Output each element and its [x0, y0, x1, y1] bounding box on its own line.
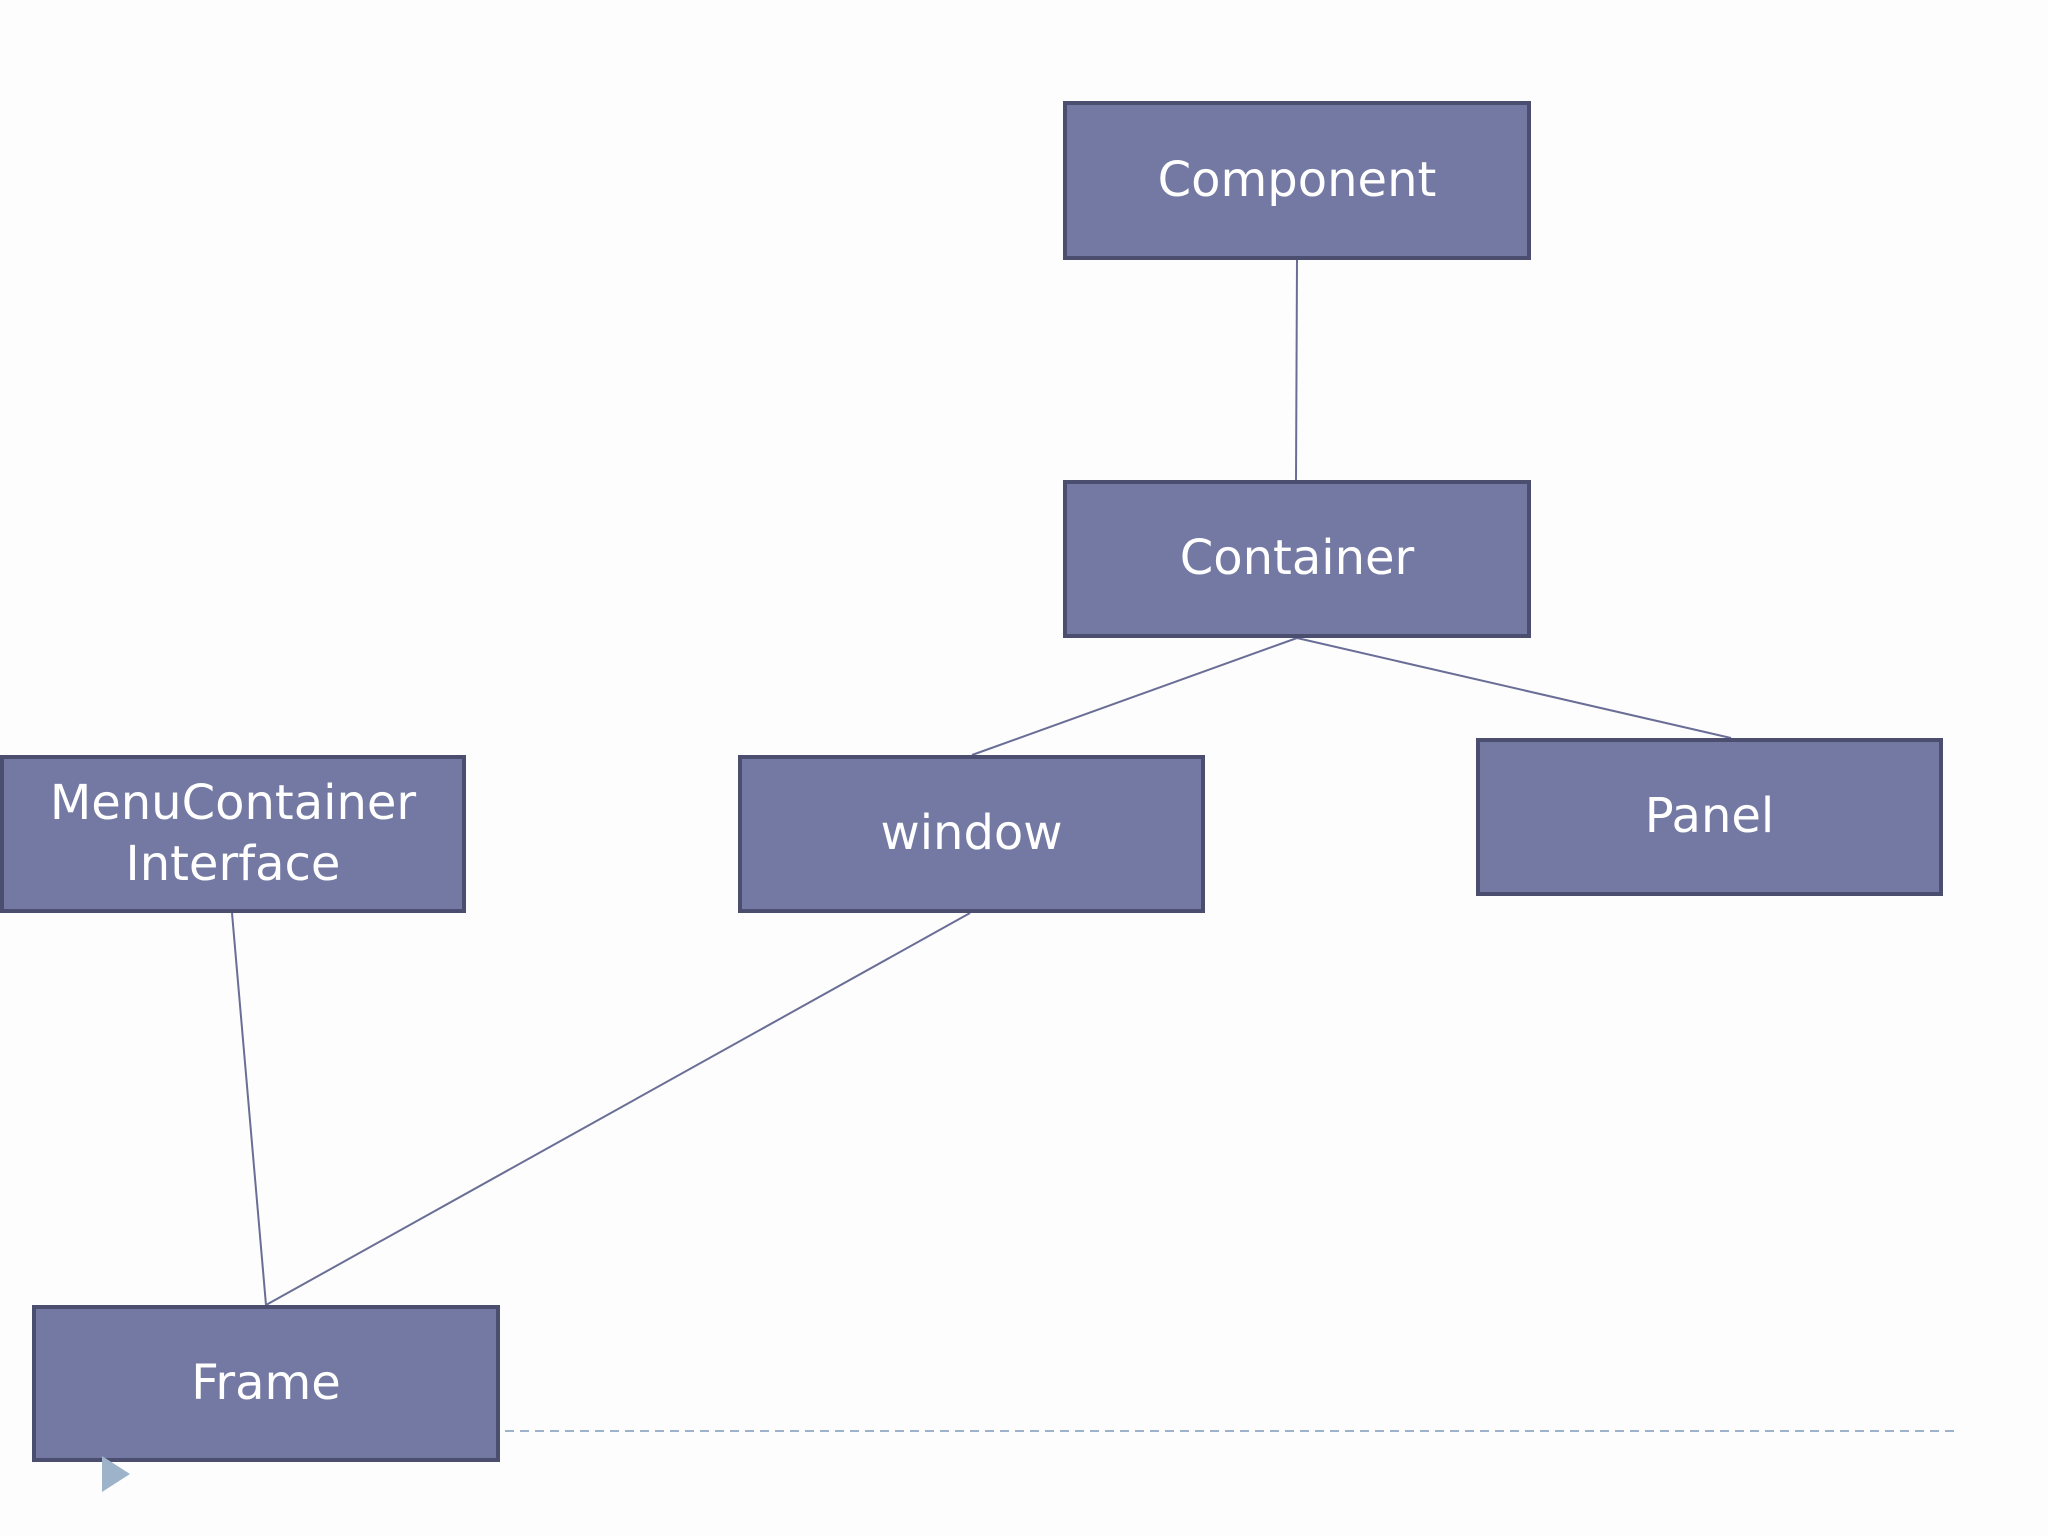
- node-frame-label: Frame: [191, 1354, 341, 1411]
- node-frame: Frame: [32, 1305, 500, 1462]
- node-window: window: [738, 755, 1205, 913]
- edge-container-window: [971, 637, 1298, 756]
- node-container-label: Container: [1179, 530, 1415, 587]
- edge-window-frame: [265, 912, 971, 1306]
- edge-component-container: [1295, 259, 1298, 481]
- triangle-right-icon: [102, 1456, 130, 1492]
- node-window-label: window: [880, 805, 1063, 862]
- node-component-label: Component: [1157, 151, 1437, 208]
- node-panel: Panel: [1476, 738, 1943, 896]
- edge-menucontainer-frame: [231, 912, 267, 1306]
- node-component: Component: [1063, 101, 1531, 260]
- edge-container-panel: [1296, 637, 1732, 739]
- node-menucontainer-interface: MenuContainer Interface: [0, 755, 466, 913]
- node-menucontainer-interface-label: MenuContainer Interface: [49, 774, 417, 892]
- node-panel-label: Panel: [1644, 788, 1775, 845]
- node-container: Container: [1063, 480, 1531, 638]
